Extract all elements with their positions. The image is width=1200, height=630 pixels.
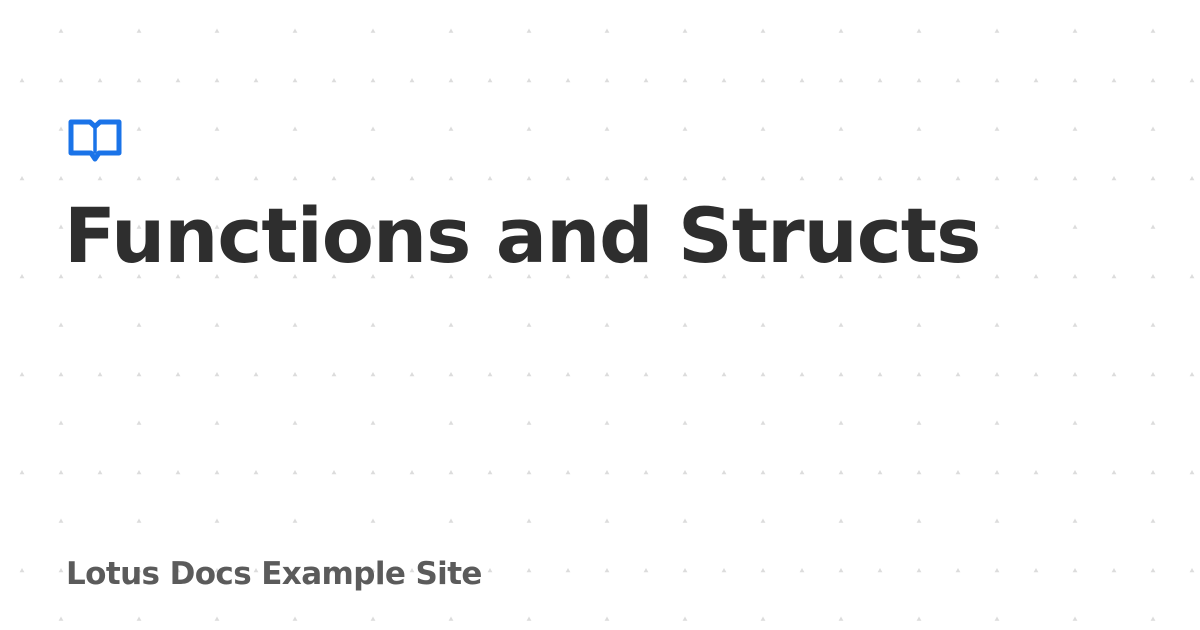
page-title: Functions and Structs (64, 191, 981, 280)
site-name: Lotus Docs Example Site (66, 556, 482, 592)
open-book-icon (68, 118, 122, 162)
